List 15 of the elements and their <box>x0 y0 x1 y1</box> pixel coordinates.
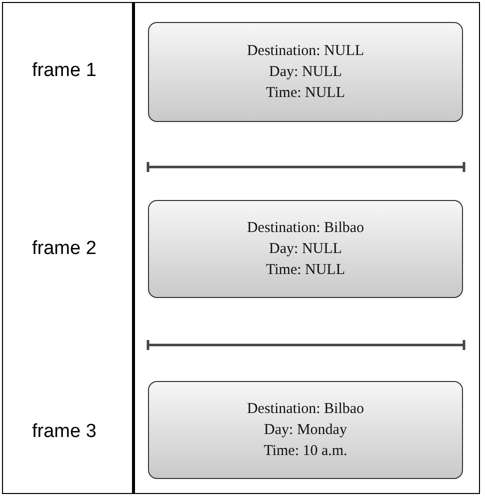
slot-text: Day: NULL <box>269 62 342 82</box>
frame-label: frame 1 <box>32 60 96 82</box>
state-box <box>148 381 463 479</box>
slot-text: Day: NULL <box>269 240 342 258</box>
slot-text: Destination: NULL <box>246 42 364 60</box>
slot-text: Time: 10 a.m. <box>264 442 348 460</box>
frame-label: frame 2 <box>32 238 96 260</box>
slot-text: Time: NULL <box>266 260 346 280</box>
frame-label: frame 3 <box>32 421 96 443</box>
slot-text: Destination: Bilbao <box>246 400 364 418</box>
slot-text: Time: NULL <box>266 84 346 102</box>
slot-text: Day: Monday <box>264 420 347 440</box>
state-box <box>148 22 463 122</box>
slot-text: Destination: Bilbao <box>246 218 364 238</box>
state-box <box>148 200 463 298</box>
